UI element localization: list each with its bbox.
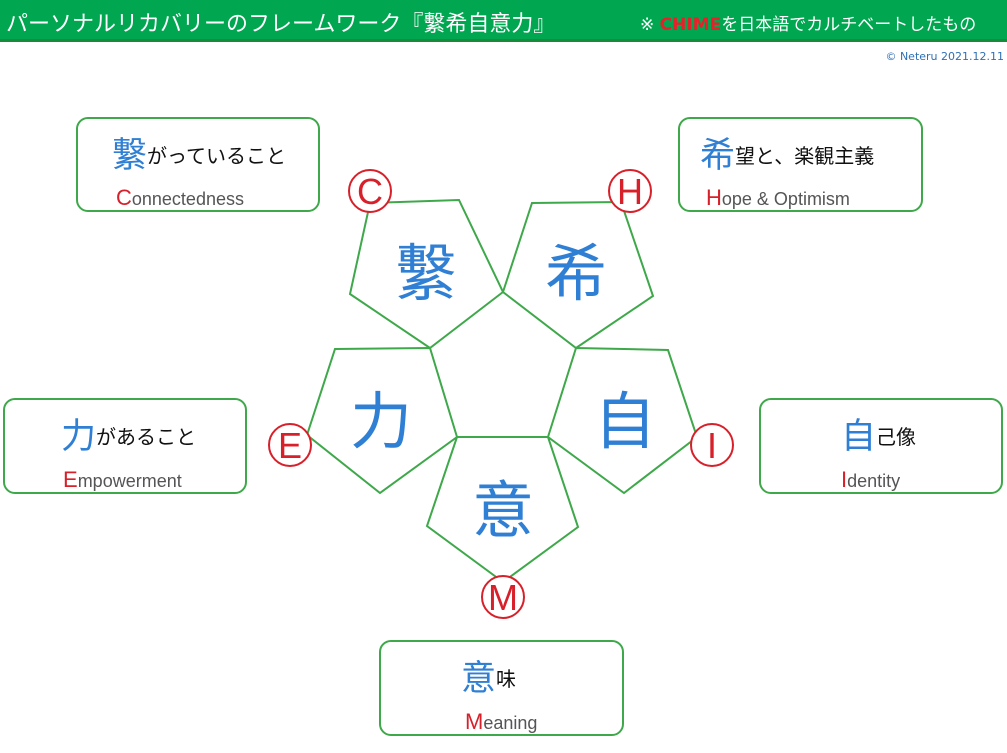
card-c-en: Connectedness (116, 185, 244, 211)
badge-m-letter: M (488, 577, 518, 618)
card-m-rest: 味 (496, 667, 517, 691)
badge-m-circle (481, 575, 525, 619)
card-connectedness: 繋がっていること Connectedness (76, 117, 320, 212)
badge-i-letter: I (707, 425, 717, 466)
note-acronym: CHIME (659, 15, 722, 35)
card-i-initial: I (841, 467, 848, 492)
card-e-jp: 力があること (61, 408, 196, 459)
pentagon-m-char: 意 (472, 474, 534, 547)
card-m-kanji: 意 (461, 659, 497, 699)
card-i-kanji: 自 (841, 417, 877, 457)
pentagon-i (546, 346, 699, 495)
copyright: © Neteru 2021.12.11 (885, 50, 1004, 63)
pentagon-c (348, 198, 505, 350)
note-prefix: ※ (640, 15, 660, 35)
badge-h-circle (608, 169, 652, 213)
pentagon-m (425, 436, 580, 584)
card-h-rest: 望と、楽観主義 (735, 144, 875, 168)
pentagon-h (501, 200, 655, 350)
card-c-en-rest: onnectedness (131, 189, 244, 209)
card-h-kanji: 希 (700, 136, 736, 176)
card-h-en-rest: ope & Optimism (721, 189, 850, 209)
badge-c-circle (348, 169, 392, 213)
card-m-en-rest: eaning (483, 713, 538, 733)
pentagon-i-char: 自 (594, 385, 656, 458)
card-hope: 希望と、楽観主義 Hope & Optimism (678, 117, 923, 212)
badge-h-letter: H (617, 171, 643, 212)
card-c-jp: 繋がっていること (112, 127, 286, 178)
card-h-en: Hope & Optimism (706, 185, 850, 211)
card-e-initial: E (63, 467, 78, 492)
pentagon-e-char: 力 (350, 385, 412, 458)
card-e-rest: があること (96, 425, 197, 449)
card-empowerment: 力があること Empowerment (3, 398, 247, 494)
card-i-en: Identity (841, 467, 900, 493)
card-i-en-rest: dentity (847, 471, 901, 491)
badge-i-circle (690, 423, 734, 467)
pentagon-e (305, 346, 459, 495)
header-bar: パーソナルリカバリーのフレームワーク『繫希自意力』 ※ CHIMEを日本語でカル… (0, 0, 1007, 42)
page-title: パーソナルリカバリーのフレームワーク『繫希自意力』 (6, 12, 556, 37)
pentagon-c-char: 繫 (395, 237, 457, 310)
pentagon-h-char: 希 (545, 237, 607, 310)
card-i-rest: 己像 (876, 425, 917, 449)
header-note: ※ CHIMEを日本語でカルチベートしたもの (640, 10, 976, 35)
note-suffix: を日本語でカルチベートしたもの (721, 15, 977, 35)
card-meaning: 意味 Meaning (379, 640, 624, 736)
card-e-kanji: 力 (61, 417, 97, 457)
card-i-jp: 自己像 (841, 408, 916, 459)
card-e-en-rest: mpowerment (77, 471, 182, 491)
card-identity: 自己像 Identity (759, 398, 1003, 494)
card-e-en: Empowerment (63, 467, 182, 493)
badge-e-circle (268, 423, 312, 467)
card-c-rest: がっていること (147, 144, 287, 168)
badge-e-letter: E (278, 425, 302, 466)
card-m-initial: M (465, 709, 484, 734)
card-c-initial: C (116, 185, 132, 210)
card-c-kanji: 繋 (112, 136, 148, 176)
card-m-jp: 意味 (461, 650, 516, 701)
card-h-jp: 希望と、楽観主義 (700, 127, 874, 178)
badge-c-letter: C (357, 171, 383, 212)
card-h-initial: H (706, 185, 722, 210)
card-m-en: Meaning (465, 709, 537, 735)
